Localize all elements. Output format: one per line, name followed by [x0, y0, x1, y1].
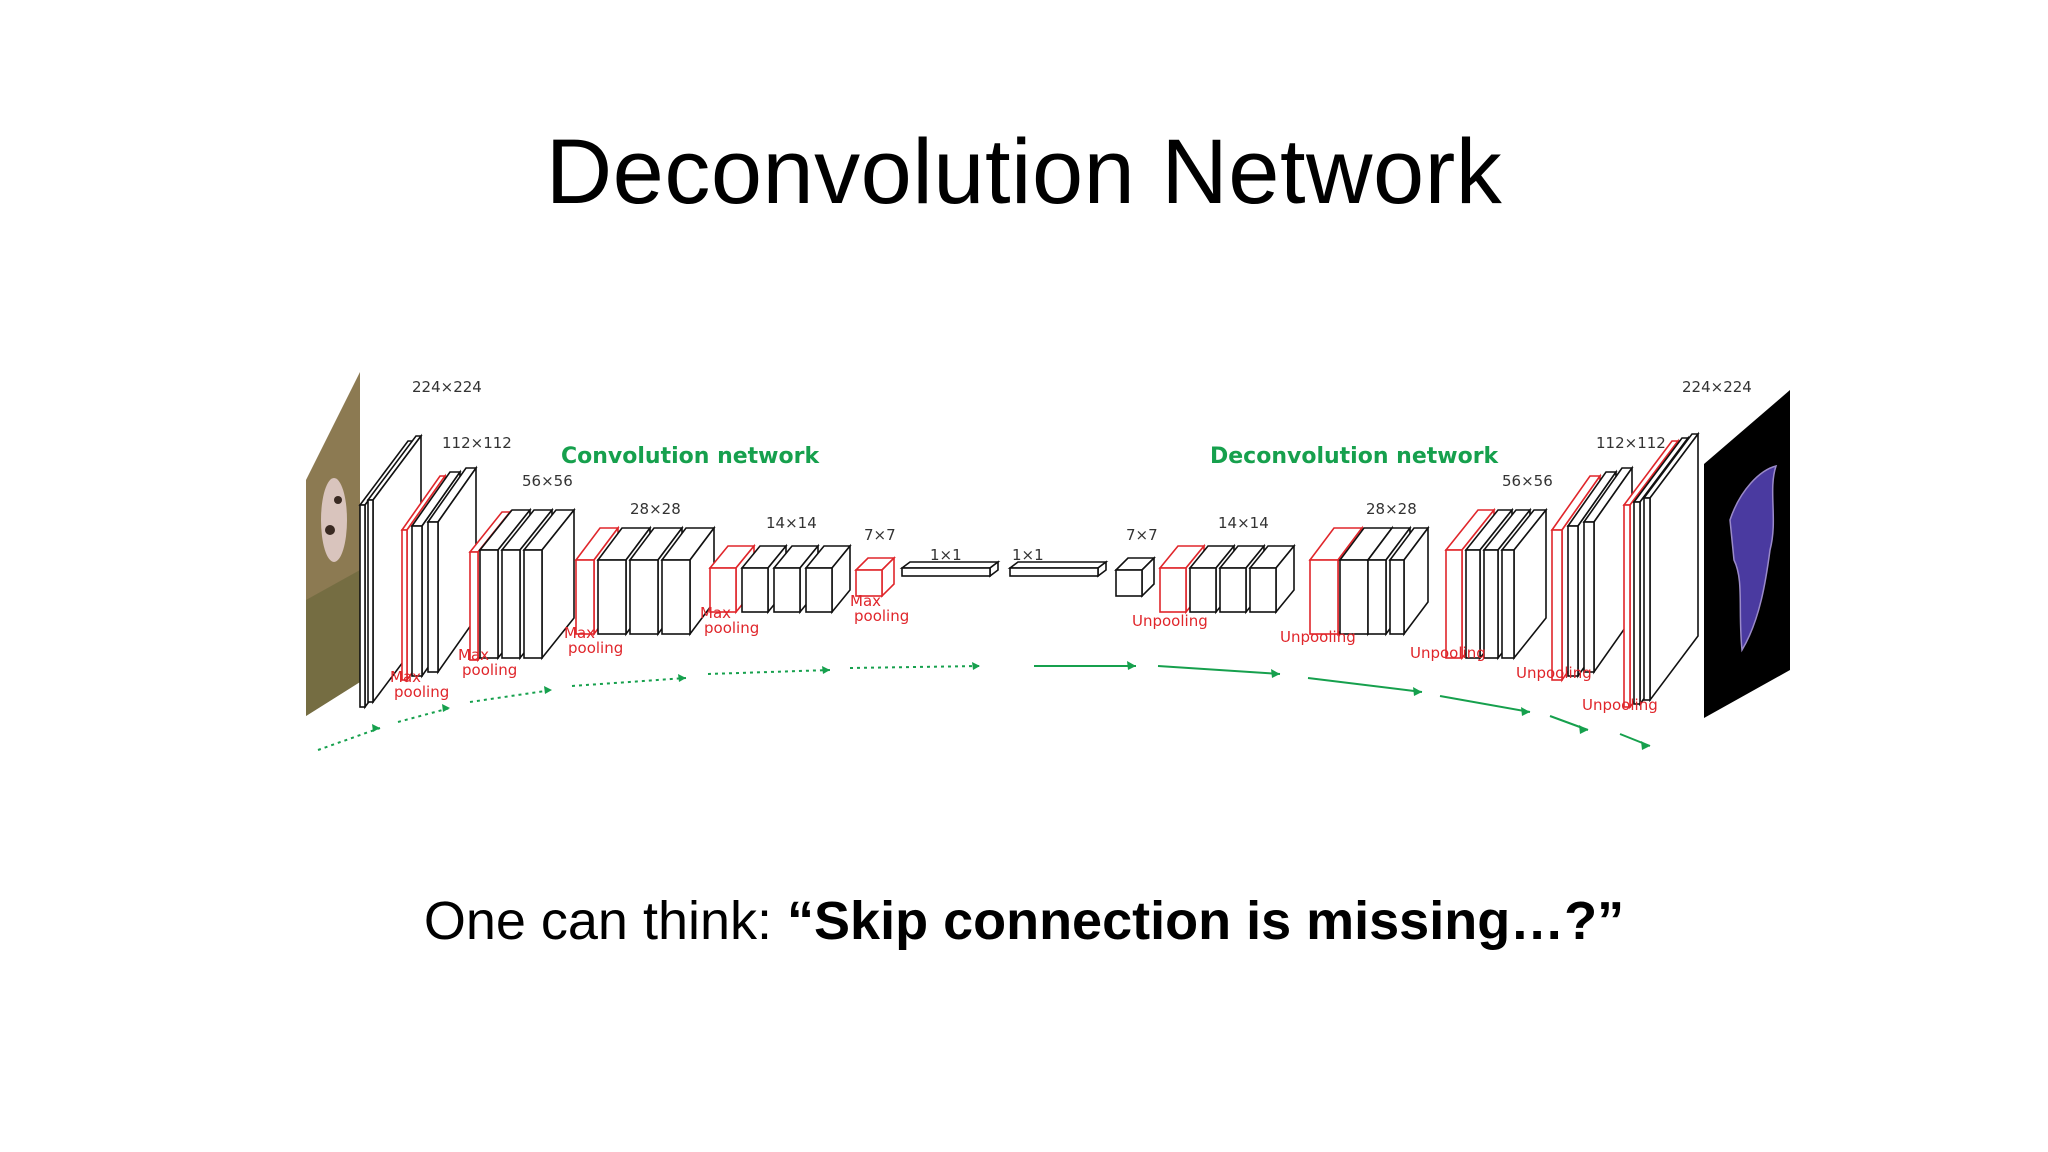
flow-arrow	[469, 689, 553, 703]
max-pooling-label: Max	[700, 604, 731, 622]
layer-d7	[1114, 556, 1156, 598]
network-diagram: Convolution network Deconvolution network…	[306, 372, 1790, 751]
flow-arrow	[849, 665, 981, 669]
decoder-size-label: 28×28	[1366, 500, 1417, 518]
arrow-head	[372, 724, 380, 732]
slide-title: Deconvolution Network	[545, 121, 1503, 223]
layer-d112-b	[1582, 465, 1634, 675]
unpooling-label: Unpooling	[1132, 612, 1208, 630]
arrow-head	[822, 666, 830, 674]
encoder-size-label: 112×112	[442, 434, 512, 452]
arrow-head	[1579, 725, 1588, 734]
layer-112-b	[426, 465, 478, 675]
fc-layer-1	[899, 560, 1001, 578]
flow-arrow	[1439, 695, 1531, 713]
flow-arrow	[1307, 677, 1423, 693]
encoder-size-label: 28×28	[630, 500, 681, 518]
arrow-head	[1521, 707, 1530, 716]
layer-d28-c	[1388, 525, 1430, 637]
layer-56-c	[522, 507, 576, 661]
fc-layer-2	[1007, 560, 1109, 578]
encoder-size-label: 224×224	[412, 378, 482, 396]
dog-figure	[321, 478, 347, 562]
decoder-size-label: 14×14	[1218, 514, 1269, 532]
layer-d14-c	[1248, 543, 1296, 615]
unpooling-label: Unpooling	[1410, 644, 1486, 662]
decoder-size-label: 1×1	[1012, 546, 1044, 564]
max-pooling-label: pooling	[568, 639, 623, 657]
arrow-head	[678, 674, 686, 682]
decoder-size-label: 7×7	[1126, 526, 1158, 544]
deconv-section-label: Deconvolution network	[1210, 444, 1500, 469]
decoder-size-label: 112×112	[1596, 434, 1666, 452]
unpooling-label: Unpooling	[1516, 664, 1592, 682]
flow-arrow	[1157, 665, 1281, 675]
encoder-size-label: 56×56	[522, 472, 573, 490]
unpooling-label: Unpooling	[1582, 696, 1658, 714]
decoder-size-label: 224×224	[1682, 378, 1752, 396]
segmentation-shape	[1729, 464, 1778, 653]
layer-14-c	[804, 543, 852, 615]
encoder-size-label: 1×1	[930, 546, 962, 564]
flow-arrow	[317, 727, 381, 751]
caption-emphasis: “Skip connection is missing…?”	[787, 891, 1625, 951]
caption: One can think: “Skip connection is missi…	[0, 890, 2048, 952]
conv-section-label: Convolution network	[561, 444, 820, 469]
max-pooling-label: Max	[850, 592, 881, 610]
layer-28-c	[660, 525, 716, 637]
arrow-head	[972, 662, 980, 670]
flow-arrow	[397, 707, 451, 723]
arrow-head	[1413, 687, 1422, 696]
output-mask	[1704, 390, 1790, 718]
encoder-size-label: 7×7	[864, 526, 896, 544]
max-pooling-label: pooling	[704, 619, 759, 637]
max-pooling-label: pooling	[394, 683, 449, 701]
layer-d224-b	[1642, 431, 1700, 703]
arrow-head	[442, 704, 450, 712]
max-pooling-label: pooling	[462, 661, 517, 679]
arrow-head	[1127, 661, 1136, 670]
encoder-size-label: 14×14	[766, 514, 817, 532]
pool-layer-5	[854, 556, 896, 598]
arrow-head	[544, 686, 552, 694]
caption-prefix: One can think:	[423, 891, 788, 951]
input-image	[306, 372, 360, 716]
flow-arrow	[571, 677, 687, 687]
arrow-head	[1641, 741, 1650, 750]
unpooling-label: Unpooling	[1280, 628, 1356, 646]
max-pooling-label: Max	[390, 668, 421, 686]
max-pooling-label: Max	[458, 646, 489, 664]
max-pooling-label: pooling	[854, 607, 909, 625]
max-pooling-label: Max	[564, 624, 595, 642]
arrow-head	[1271, 669, 1280, 678]
layer-d56-c	[1500, 507, 1548, 661]
decoder-size-label: 56×56	[1502, 472, 1553, 490]
flow-arrow	[707, 669, 831, 675]
